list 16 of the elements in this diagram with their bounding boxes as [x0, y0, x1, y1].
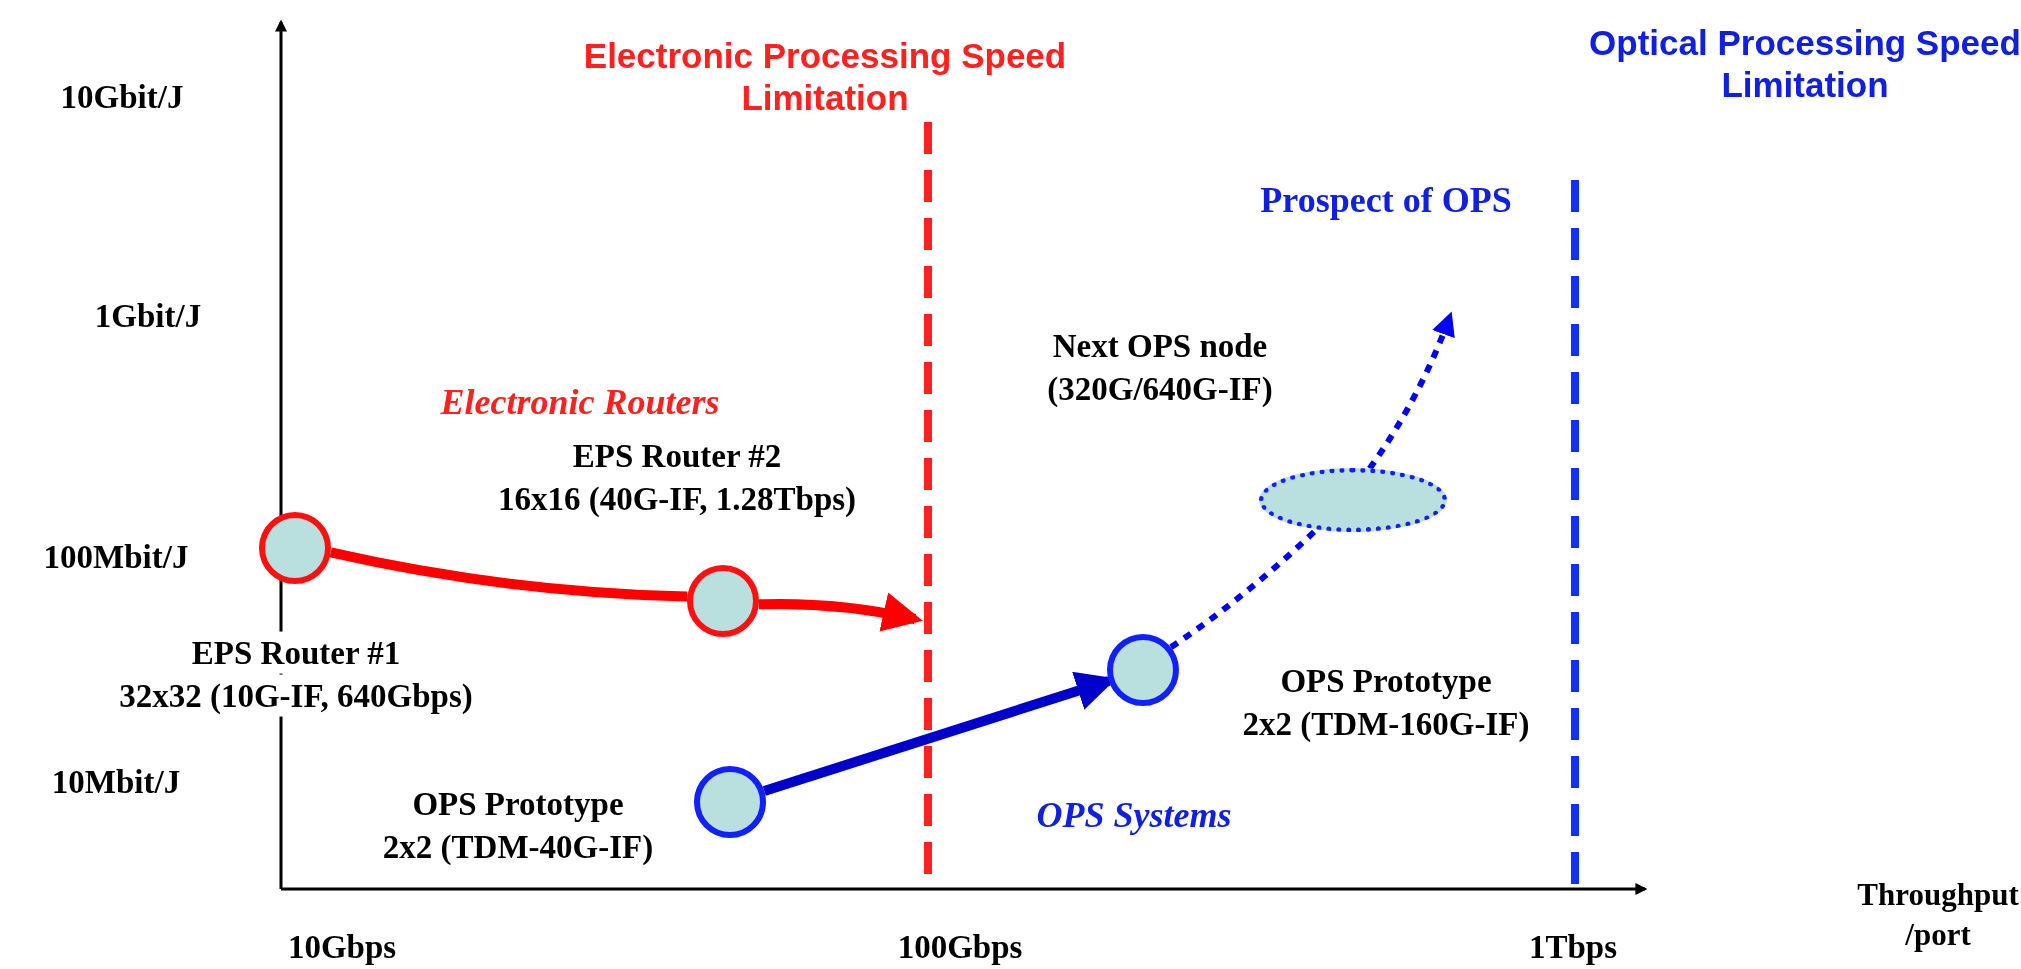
limit-label: Optical Processing Speed Limitation: [1588, 22, 2021, 106]
tick-label: 1Tbps: [1528, 927, 1618, 967]
arrow: [758, 592, 923, 632]
tick-label: 100Mbit/J: [43, 537, 189, 577]
tick-label: 100Gbps: [897, 927, 1023, 967]
region-label: Prospect of OPS: [1260, 178, 1512, 222]
tick-label: 10Mbit/J: [51, 762, 181, 802]
group-label: Electronic Routers: [440, 380, 720, 424]
tick-label: 10Gbps: [287, 927, 397, 967]
limit-label: Electronic Processing Speed Limitation: [582, 35, 1068, 119]
point-caption: EPS Router #1: [191, 631, 401, 674]
tick-label: 1Gbit/J: [94, 296, 202, 336]
axis-title: Throughput /port: [1856, 875, 2020, 954]
tick-label: 10Gbit/J: [60, 77, 184, 117]
group-label: OPS Systems: [1036, 793, 1232, 837]
point-caption: 32x32 (10G-IF, 640Gbps): [119, 674, 473, 717]
